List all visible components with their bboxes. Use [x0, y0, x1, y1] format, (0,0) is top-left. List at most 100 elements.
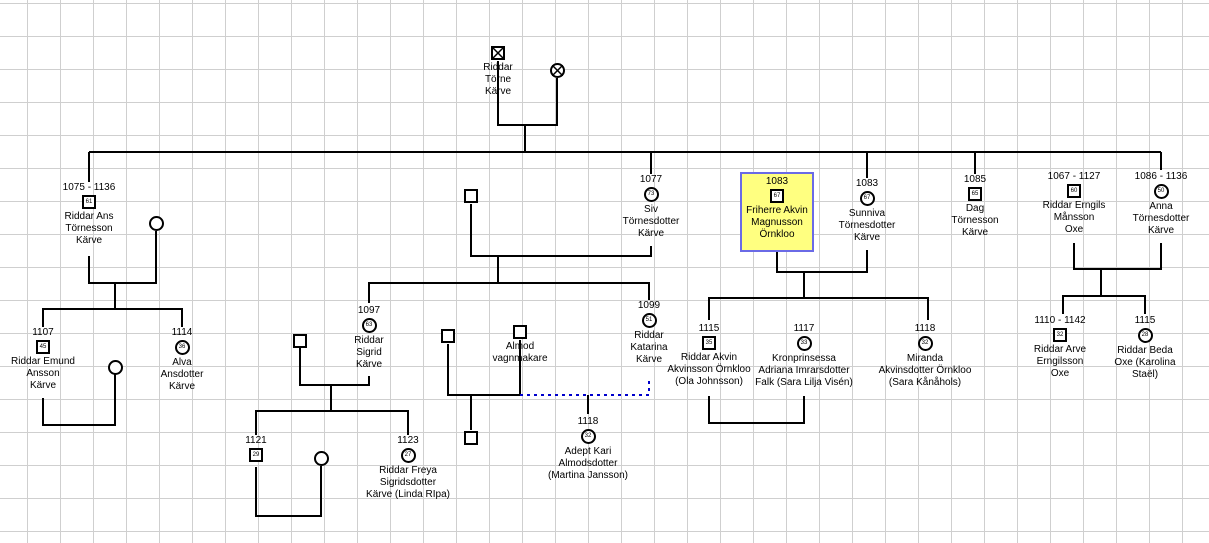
- person-number: 35: [705, 340, 713, 346]
- person-name: Riddar Beda Oxe (Karolina Staël): [1114, 345, 1176, 380]
- person-number: 32: [921, 340, 929, 346]
- female-circle-icon: 32: [917, 336, 933, 351]
- person-year: 1121: [245, 435, 267, 446]
- male-square-icon: 45: [36, 340, 50, 354]
- person-year: 1083: [855, 178, 879, 189]
- female-circle-icon: 32: [580, 429, 596, 444]
- person-siv-husband[interactable]: [461, 188, 481, 205]
- male-square-icon: 35: [702, 336, 716, 350]
- female-circle-icon: [313, 451, 329, 466]
- person-sigrid-son[interactable]: 1121 29: [236, 435, 276, 464]
- male-square-icon: [464, 189, 478, 203]
- line-ans-couple: [88, 231, 157, 284]
- person-year: 1099: [637, 300, 661, 311]
- person-number: 27: [404, 452, 412, 458]
- female-circle-icon: 28: [1137, 328, 1153, 343]
- deceased-cross-icon: [493, 48, 503, 58]
- person-year: 1107: [32, 327, 54, 338]
- male-square-icon: 67: [770, 189, 784, 203]
- person-katarina-child[interactable]: [461, 430, 481, 447]
- person-number: 50: [1157, 188, 1165, 194]
- person-almod[interactable]: Almod vagnmakare: [480, 324, 560, 365]
- person-name: Riddar Ans Törnesson Kärve: [64, 211, 114, 246]
- person-name: Riddar Arve Erngilsson Oxe: [1033, 344, 1087, 379]
- female-circle-icon: [549, 63, 565, 78]
- female-circle-icon: 27: [400, 448, 416, 463]
- person-number: 28: [1141, 332, 1149, 338]
- female-circle-icon: 73: [643, 187, 659, 202]
- line-emund-couple: [42, 374, 116, 426]
- dashed-lines: [520, 378, 650, 396]
- person-number: 60: [1070, 188, 1078, 194]
- person-name: Siv Törnesdotter Kärve: [622, 204, 680, 239]
- person-ans-wife[interactable]: [146, 215, 166, 233]
- person-number: 65: [971, 191, 979, 197]
- person-name: Anna Törnesdotter Kärve: [1132, 201, 1190, 236]
- line-akvin-children: [708, 297, 929, 320]
- female-circle-icon: 50: [1153, 184, 1169, 199]
- person-year: 1114: [171, 327, 193, 338]
- line-siv-couple: [470, 204, 652, 257]
- person-number: 63: [365, 322, 373, 328]
- male-square-icon: 61: [82, 195, 96, 209]
- person-torne[interactable]: Riddar Törne Kärve: [468, 45, 528, 98]
- line-katarina-husband: [447, 344, 520, 396]
- person-sigrid-son-wife[interactable]: [311, 450, 331, 468]
- male-square-icon: 60: [1067, 184, 1081, 198]
- male-square-icon: 29: [249, 448, 263, 462]
- person-emund-wife[interactable]: [105, 359, 125, 377]
- female-circle-icon: [107, 360, 123, 375]
- person-number: 73: [647, 191, 655, 197]
- person-sigrid-husband[interactable]: [290, 333, 310, 350]
- person-number: 61: [85, 199, 93, 205]
- person-name: Riddar Sigrid Kärve: [354, 335, 384, 370]
- person-number: 45: [39, 344, 47, 350]
- person-year: 1117: [793, 323, 815, 334]
- person-name: Riddar Akvin Akvinsson Örnkloo (Ola John…: [667, 352, 751, 387]
- male-square-icon: [441, 329, 455, 343]
- line-sigrid-children: [255, 410, 409, 435]
- male-square-icon: [513, 325, 527, 339]
- person-year: 1075 - 1136: [62, 182, 116, 193]
- line-torne-couple: [497, 61, 558, 126]
- line-ans-children: [42, 308, 183, 327]
- line-almod-katarina-dashed: [520, 378, 650, 396]
- person-year: 1067 - 1127: [1047, 171, 1101, 182]
- person-year: 1085: [963, 174, 987, 185]
- person-number: 67: [773, 193, 781, 199]
- deceased-cross-icon: [551, 65, 563, 76]
- person-katarina-husband[interactable]: [438, 328, 458, 345]
- person-name: Almod vagnmakare: [492, 341, 548, 364]
- person-name: Riddar Emund Ansson Kärve: [11, 356, 75, 391]
- person-year: 1097: [357, 305, 381, 316]
- person-name: Riddar Erngils Månsson Oxe: [1042, 200, 1106, 235]
- person-year: 1115: [698, 323, 720, 334]
- person-number: 67: [863, 195, 871, 201]
- person-name: Sunniva Törnesdotter Kärve: [838, 208, 896, 243]
- female-circle-icon: 33: [796, 336, 812, 351]
- person-name: Riddar Freya Sigridsdotter Kärve (Linda …: [366, 465, 450, 500]
- person-year: 1086 - 1136: [1134, 171, 1188, 182]
- male-square-icon: [464, 431, 478, 445]
- person-torne-wife[interactable]: [547, 62, 567, 80]
- female-circle-icon: 63: [361, 318, 377, 333]
